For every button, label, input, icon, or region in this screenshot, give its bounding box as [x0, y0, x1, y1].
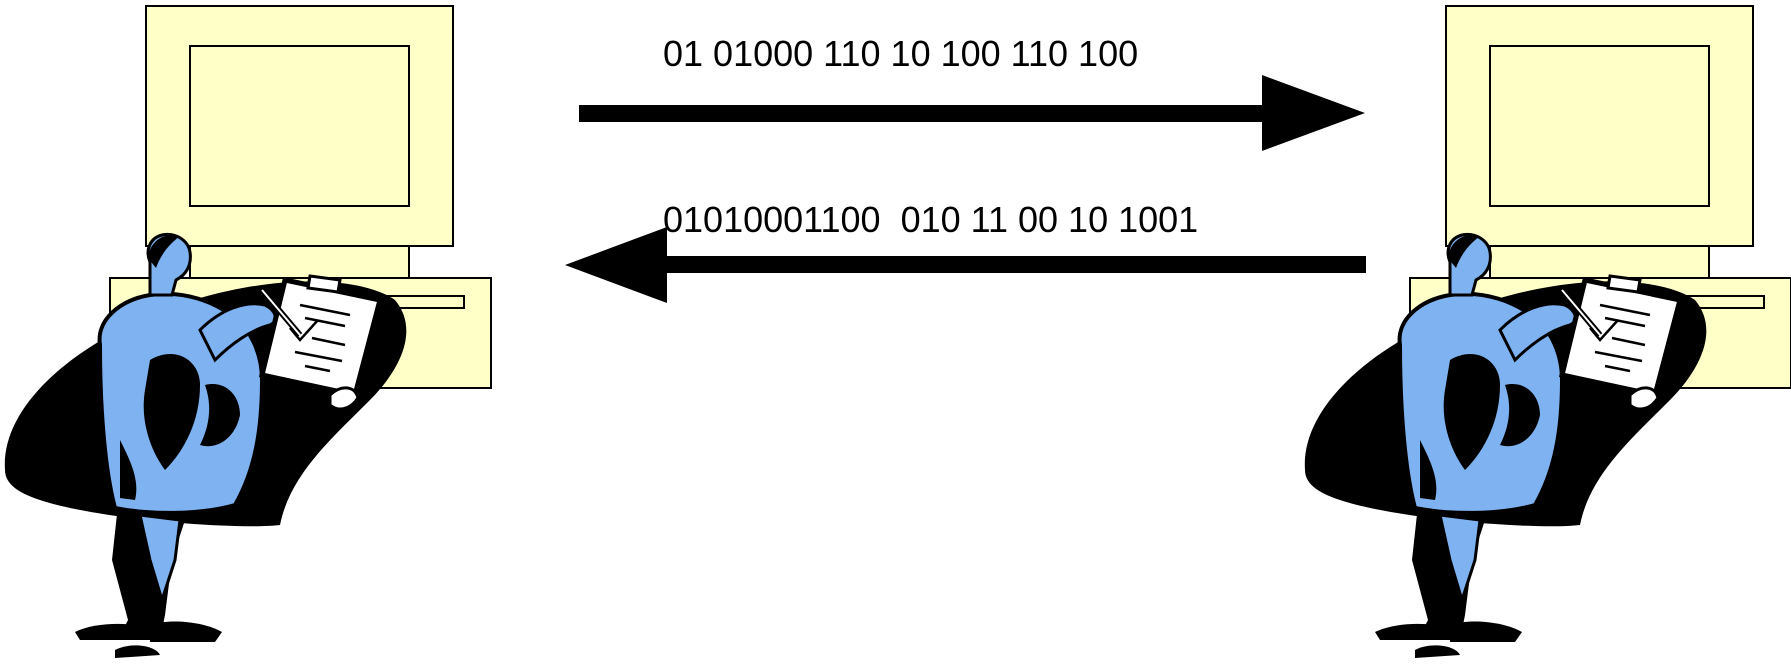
backward-transmission-bits: 01010001100 010 11 00 10 1001 — [663, 199, 1199, 240]
forward-arrow-icon — [579, 75, 1365, 151]
right-workstation-icon — [1305, 6, 1791, 658]
left-workstation-icon — [5, 6, 491, 658]
forward-transmission-bits: 01 01000 110 10 100 110 100 — [663, 33, 1139, 74]
backward-arrow-icon — [565, 227, 1366, 303]
